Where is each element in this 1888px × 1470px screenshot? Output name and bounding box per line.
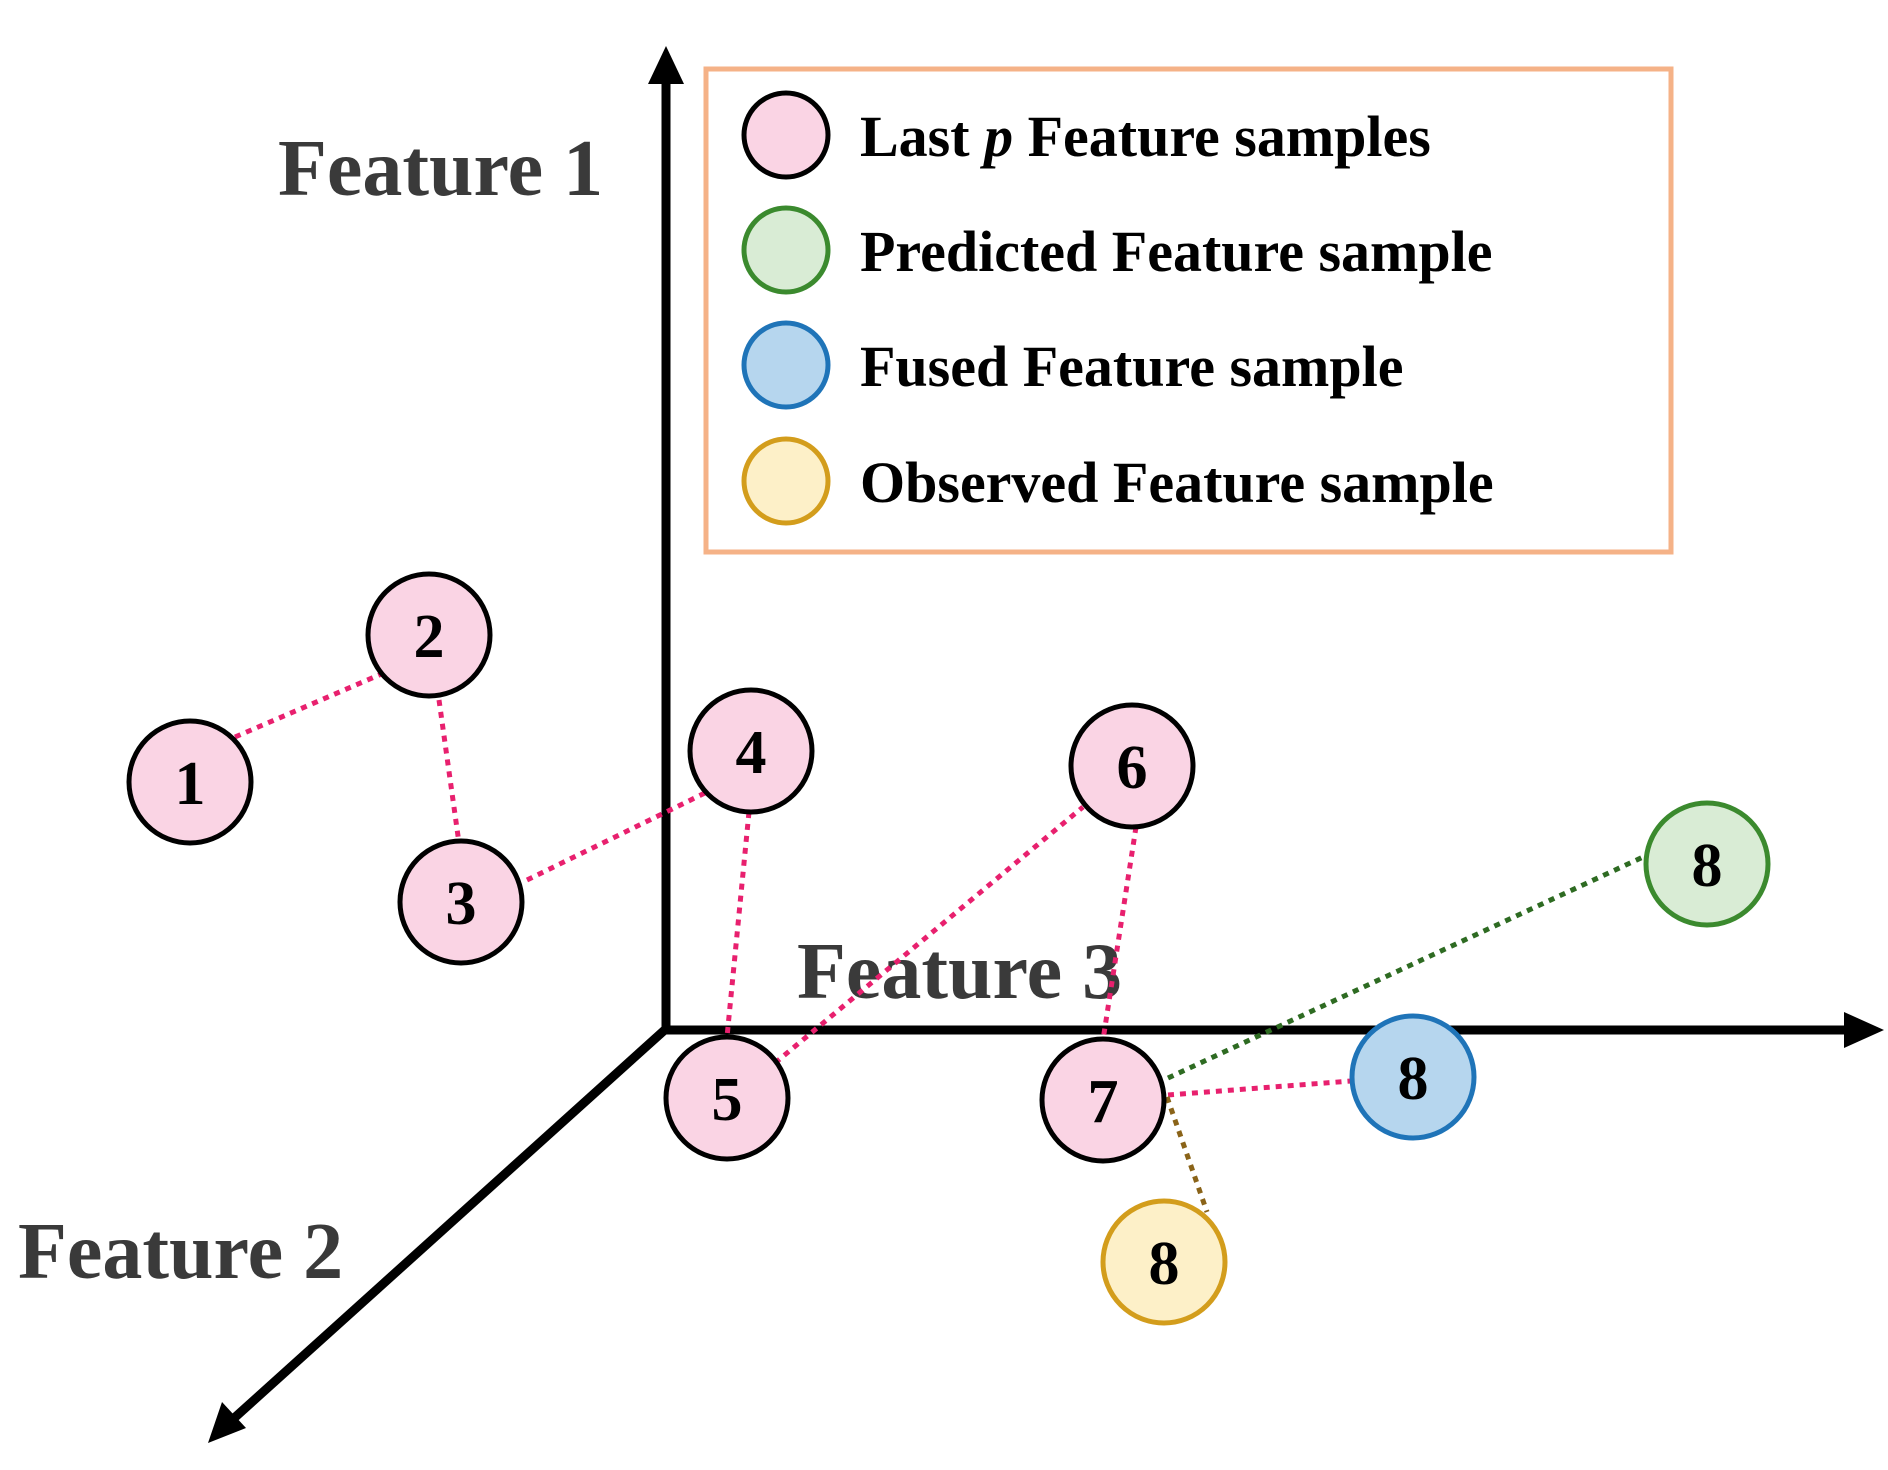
legend-label-last-p-prefix: Last — [860, 104, 984, 169]
node-2-label: 2 — [414, 603, 445, 671]
link-7-fused — [1167, 1078, 1352, 1098]
node-4: 4 — [687, 687, 815, 815]
legend-swatch-observed — [741, 436, 831, 526]
node-3-circle — [397, 838, 525, 966]
node-1-label: 1 — [175, 750, 206, 818]
legend-swatch-predicted — [741, 205, 831, 295]
legend-label-observed: Observed Feature sample — [860, 450, 1494, 515]
node-1-circle — [126, 718, 254, 846]
legend-label-last-p-suffix: Feature samples — [1013, 104, 1431, 169]
node-3-label: 3 — [446, 870, 477, 938]
sequence-links — [234, 669, 1645, 1213]
node-predicted: 8 — [1643, 800, 1771, 928]
node-fused: 8 — [1349, 1013, 1477, 1141]
legend-item-predicted: Predicted Feature sample — [741, 205, 1492, 295]
legend-label-last-p: Last p Feature samples — [860, 104, 1431, 169]
legend-label-predicted: Predicted Feature sample — [860, 219, 1492, 284]
legend-item-last-p: Last p Feature samples — [741, 90, 1431, 180]
feature2-axis — [228, 1023, 672, 1424]
node-4-label: 4 — [736, 719, 767, 787]
link-7-predicted — [1166, 854, 1645, 1081]
node-2: 2 — [365, 571, 493, 699]
node-2-circle — [365, 571, 493, 699]
feature3-arrowhead — [1844, 1012, 1884, 1048]
node-1: 1 — [126, 718, 254, 846]
feature2-arrowhead — [208, 1402, 246, 1443]
node-6: 6 — [1068, 702, 1196, 830]
node-observed-circle — [1100, 1198, 1228, 1326]
link-1-2 — [234, 669, 387, 740]
legend-item-observed: Observed Feature sample — [741, 436, 1494, 526]
node-4-circle — [687, 687, 815, 815]
legend-swatch-fused — [741, 320, 831, 410]
node-fused-circle — [1349, 1013, 1477, 1141]
node-predicted-circle — [1643, 800, 1771, 928]
node-observed: 8 — [1100, 1198, 1228, 1326]
legend-item-fused: Fused Feature sample — [741, 320, 1403, 410]
link-7-observed — [1164, 1096, 1210, 1213]
node-7: 7 — [1039, 1036, 1167, 1164]
node-5-label: 5 — [712, 1066, 743, 1134]
feature2-axis-label: Feature 2 — [18, 1208, 343, 1296]
node-3: 3 — [397, 838, 525, 966]
node-6-label: 6 — [1117, 734, 1148, 802]
node-fused-label: 8 — [1398, 1045, 1429, 1113]
node-observed-label: 8 — [1149, 1230, 1180, 1298]
link-3-4 — [525, 789, 709, 883]
feature1-axis-label: Feature 1 — [278, 125, 603, 213]
node-7-label: 7 — [1088, 1068, 1119, 1136]
node-predicted-label: 8 — [1692, 832, 1723, 900]
legend-box — [703, 66, 1674, 555]
legend-label-last-p-italic: p — [979, 104, 1013, 169]
legend-label-fused: Fused Feature sample — [860, 334, 1403, 399]
node-6-circle — [1068, 702, 1196, 830]
axes — [208, 46, 1884, 1443]
feature3-axis-label: Feature 3 — [797, 928, 1122, 1016]
link-4-5 — [724, 811, 752, 1038]
link-2-3 — [436, 699, 462, 844]
node-5: 5 — [663, 1034, 791, 1162]
legend: Last p Feature samples Predicted Feature… — [703, 66, 1674, 555]
feature1-arrowhead — [648, 46, 684, 84]
node-7-circle — [1039, 1036, 1167, 1164]
node-5-circle — [663, 1034, 791, 1162]
legend-swatch-last-p — [741, 90, 831, 180]
